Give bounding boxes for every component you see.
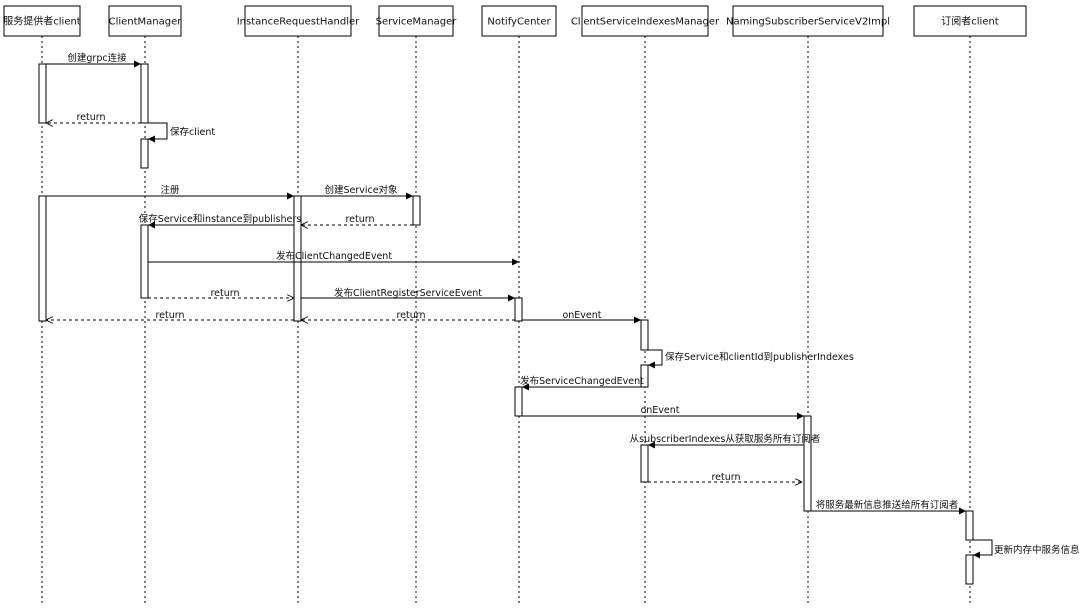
- participant-label: InstanceRequestHandler: [237, 17, 360, 28]
- activation-bar: [965, 510, 974, 541]
- activations: [38, 63, 974, 585]
- message-label: 创建Service对象: [324, 184, 398, 196]
- message-label: return: [711, 472, 740, 483]
- activation-bar: [38, 63, 47, 124]
- participant-label: 订阅者client: [941, 15, 999, 28]
- message-label: 发布ServiceChangedEvent: [520, 375, 644, 387]
- participant-notify-center: NotifyCenter: [481, 5, 557, 37]
- participant-label: ClientManager: [109, 17, 183, 28]
- participant-service-manager: ServiceManager: [376, 5, 458, 37]
- participant-label: 服务提供者client: [3, 15, 81, 28]
- message-label: return: [345, 214, 374, 225]
- message-label: 注册: [160, 184, 180, 196]
- message-label: 更新内存中服务信息: [994, 544, 1080, 556]
- message-labels: 创建grpc连接 return 保存client 注册 创建Service对象 …: [67, 52, 1079, 556]
- activation-bar: [140, 224, 149, 299]
- message-label: onEvent: [640, 405, 679, 416]
- self-message-arrow: [148, 122, 168, 143]
- participant-client-service-indexes-manager: ClientServiceIndexesManager: [571, 5, 720, 37]
- message-label: return: [155, 310, 184, 321]
- activation-bar: [640, 444, 649, 483]
- participant-subscriber: 订阅者client: [913, 5, 1027, 37]
- message-label: return: [396, 310, 425, 321]
- message-label: 保存Service和clientId到publisherIndexes: [665, 351, 854, 363]
- messages: [46, 60, 993, 559]
- message-label: return: [210, 288, 239, 299]
- activation-bar: [965, 554, 974, 585]
- activation-bar: [38, 195, 47, 322]
- activation-bar: [140, 138, 149, 169]
- self-message-arrow: [648, 349, 663, 369]
- message-label: 将服务最新信息推送给所有订阅者: [816, 499, 959, 511]
- participant-naming-subscriber-service: NamingSubscriberServiceV2Impl: [726, 5, 890, 37]
- participant-client-manager: ClientManager: [108, 5, 183, 37]
- activation-bar: [293, 195, 302, 322]
- activation-bar: [514, 386, 523, 417]
- participant-provider: 服务提供者client: [3, 5, 81, 37]
- message-label: 保存Service和instance到publishers: [139, 213, 301, 225]
- participant-label: ClientServiceIndexesManager: [571, 17, 720, 28]
- activation-bar: [640, 364, 649, 388]
- message-label: onEvent: [562, 310, 601, 321]
- participant-label: NamingSubscriberServiceV2Impl: [726, 17, 890, 28]
- message-label: 从subscriberIndexes从获取服务所有订阅者: [630, 433, 821, 445]
- activation-bar: [412, 195, 421, 226]
- message-label: 发布ClientChangedEvent: [276, 250, 392, 262]
- self-message-arrow: [973, 539, 993, 559]
- message-label: 保存client: [170, 126, 215, 138]
- activation-bar: [803, 415, 812, 512]
- participants: 服务提供者client ClientManager InstanceReques…: [3, 5, 1027, 37]
- participant-instance-request-handler: InstanceRequestHandler: [237, 5, 360, 37]
- activation-bar: [140, 63, 149, 124]
- message-label: 发布ClientRegisterServiceEvent: [334, 287, 482, 299]
- activation-bar: [640, 319, 649, 351]
- message-label: 创建grpc连接: [67, 52, 127, 64]
- participant-label: NotifyCenter: [487, 17, 551, 28]
- participant-label: ServiceManager: [376, 17, 458, 28]
- activation-bar: [514, 297, 523, 322]
- message-label: return: [76, 112, 105, 123]
